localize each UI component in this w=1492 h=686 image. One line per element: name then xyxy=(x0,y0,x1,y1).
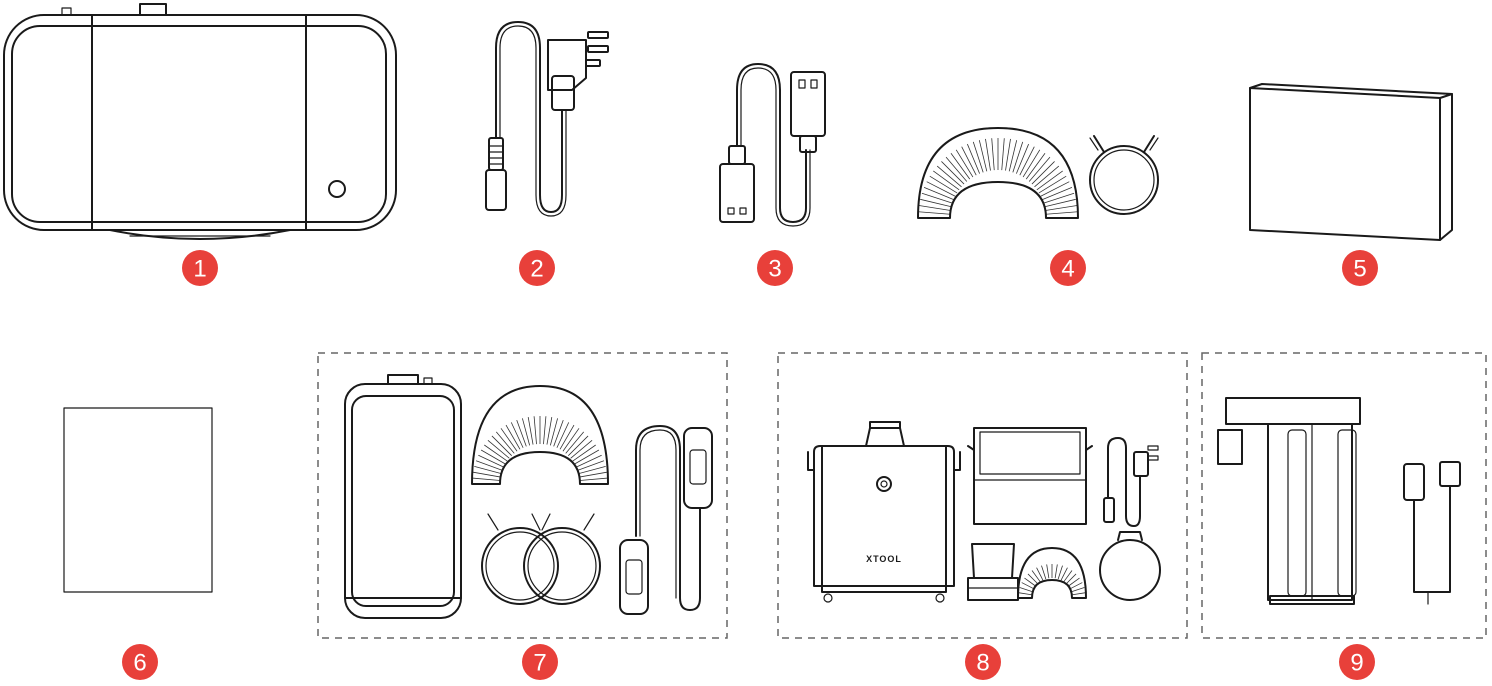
item-badge-3: 3 xyxy=(757,250,793,286)
air-assist-kit-icon xyxy=(317,352,728,639)
badge-number: 2 xyxy=(530,256,543,283)
badge-circle xyxy=(1342,250,1378,286)
brand-logo: XTOOL xyxy=(866,554,902,564)
badge-circle xyxy=(1339,644,1375,680)
item-badge-8: 8 xyxy=(965,644,1001,680)
item-badge-1: 1 xyxy=(182,250,218,286)
badge-circle xyxy=(522,644,558,680)
badge-number: 8 xyxy=(976,650,989,677)
item-badge-9: 9 xyxy=(1339,644,1375,680)
badge-number: 1 xyxy=(193,256,206,283)
badge-circle xyxy=(519,250,555,286)
badge-number: 6 xyxy=(133,650,146,677)
badge-circle xyxy=(965,644,1001,680)
badge-circle xyxy=(122,644,158,680)
power-cable-icon xyxy=(485,21,609,217)
item-badge-2: 2 xyxy=(519,250,555,286)
document-icon xyxy=(63,407,213,593)
badge-circle xyxy=(1050,250,1086,286)
badge-number: 9 xyxy=(1350,650,1363,677)
badge-circle xyxy=(182,250,218,286)
badge-circle xyxy=(757,250,793,286)
duct-hose-clamp-icon xyxy=(917,127,1159,219)
box-icon xyxy=(1249,83,1453,241)
number-badges: 1 2 3 4 5 6 7 8 9 xyxy=(122,250,1378,680)
usb-cable-icon xyxy=(719,63,826,227)
main-unit-icon xyxy=(3,3,397,240)
fume-extractor-kit-icon: XTOOL xyxy=(777,352,1188,639)
item-badge-5: 5 xyxy=(1342,250,1378,286)
badge-number: 4 xyxy=(1061,256,1074,283)
item-badge-6: 6 xyxy=(122,644,158,680)
item-badge-7: 7 xyxy=(522,644,558,680)
rotary-kit-icon xyxy=(1201,352,1487,639)
badge-number: 7 xyxy=(533,650,546,677)
badge-number: 3 xyxy=(768,256,781,283)
item-badge-4: 4 xyxy=(1050,250,1086,286)
badge-number: 5 xyxy=(1353,256,1366,283)
